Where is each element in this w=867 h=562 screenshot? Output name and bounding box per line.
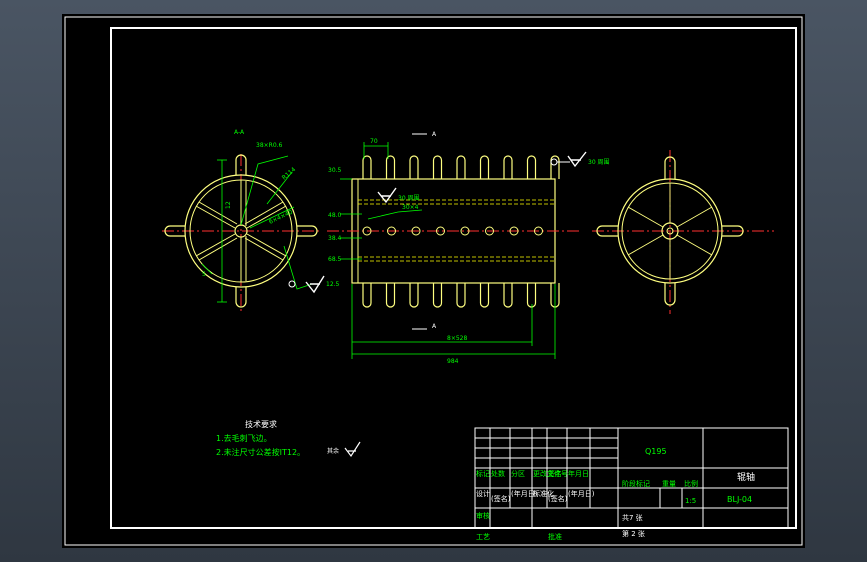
tooth-top xyxy=(385,155,396,179)
title-left-label-2: 工艺 xyxy=(476,533,490,541)
label-roughness-upper: 30 周围 xyxy=(398,195,420,202)
axis-hole xyxy=(362,226,372,236)
title-part-name: 辊轴 xyxy=(737,471,755,483)
title-row-label: (签名) xyxy=(548,494,568,503)
tooth-top xyxy=(456,155,466,179)
tooth-bottom xyxy=(385,283,396,308)
title-scale-value: 1:5 xyxy=(685,497,696,505)
right-end-view xyxy=(592,150,774,314)
title-scale-label: 比例 xyxy=(684,479,698,488)
tooth-bottom xyxy=(409,283,419,308)
tooth-bottom xyxy=(479,283,490,308)
title-approve: 批准 xyxy=(548,532,562,541)
title-col-header: 分区 xyxy=(511,469,525,478)
title-sheet-total: 共7 张 xyxy=(622,513,643,522)
axis-hole xyxy=(411,226,421,236)
label-side-v: 12 xyxy=(225,201,232,209)
section-label-left: A-A xyxy=(234,129,245,136)
section-mark-bottom: A xyxy=(432,323,437,330)
axis-hole xyxy=(387,226,396,236)
tooth-top xyxy=(479,155,490,179)
dim-tooth-pitch: 70 xyxy=(370,138,378,145)
section-mark-top: A xyxy=(432,131,437,138)
tooth-top xyxy=(550,155,560,179)
tech-requirements: 技术要求 1.去毛刺飞边。 2.未注尺寸公差按IT12。 其余 xyxy=(216,419,361,458)
label-roughness-right: 30 周围 xyxy=(588,159,610,166)
title-weight-label: 重量 xyxy=(662,480,676,488)
dim-dia-center: 38.4 xyxy=(328,235,342,242)
tech-item-1: 1.去毛刺飞边。 xyxy=(216,433,272,443)
axis-hole xyxy=(460,226,470,236)
tooth-top xyxy=(503,155,513,179)
left-end-view: A-A 38×R0.6 R114 6×4×40 12 5 12.5 xyxy=(162,129,340,314)
roughness-upper-icon xyxy=(377,187,397,204)
roughness-left-icon xyxy=(305,275,325,294)
dim-inner-len: 8×528 xyxy=(447,335,467,342)
label-rough: 12.5 xyxy=(326,281,340,288)
title-row-label: 设计 xyxy=(476,489,490,498)
dim-overall: 984 xyxy=(447,358,459,365)
title-stage-label: 阶段标记 xyxy=(622,479,650,488)
title-col-header: 更改文件号 xyxy=(533,469,568,478)
title-block: Q195 辊轴 BLJ-04 阶段标记 重量 比例 1:5 共7 张 第 2 张… xyxy=(474,427,789,541)
dim-dia-lower: 68.5 xyxy=(328,256,342,263)
tooth-bottom xyxy=(526,283,537,308)
title-drawing-no: BLJ-04 xyxy=(727,495,752,504)
roughness-right-icon xyxy=(567,151,587,168)
dim-dia-upper: 48.0 xyxy=(328,212,342,219)
section-label: A-A xyxy=(234,129,245,136)
title-row-label: (签名) xyxy=(491,494,511,503)
tech-title: 技术要求 xyxy=(245,419,277,429)
roughness-point-icon xyxy=(288,280,296,288)
label-side-small: 5 xyxy=(202,271,206,278)
drawing-canvas[interactable]: A-A 38×R0.6 R114 6×4×40 12 5 12.5 xyxy=(62,14,805,548)
title-row-label: (年月日) xyxy=(511,489,538,498)
pointer-dot-right-icon xyxy=(550,158,558,166)
title-row-label: (年月日) xyxy=(568,489,595,498)
tooth-top xyxy=(526,155,537,179)
rim-outer xyxy=(184,174,298,288)
drawing-sheet: A-A 38×R0.6 R114 6×4×40 12 5 12.5 xyxy=(62,14,805,548)
inner-border xyxy=(110,27,797,529)
outer-border xyxy=(64,16,803,546)
title-sheet-no: 第 2 张 xyxy=(622,529,645,538)
surface-note: 其余 xyxy=(327,447,339,455)
dim-hole-pitch: 30×4 xyxy=(402,204,419,211)
title-row-label: 标准化 xyxy=(533,489,554,498)
tech-item-2: 2.未注尺寸公差按IT12。 xyxy=(216,447,305,457)
axis-hole xyxy=(485,226,494,236)
axis-hole xyxy=(534,226,543,236)
axis-hole xyxy=(509,226,519,236)
tooth-top xyxy=(362,155,372,179)
dim-top-offset: 30.5 xyxy=(328,167,342,174)
title-material: Q195 xyxy=(645,447,667,456)
tooth-bottom xyxy=(456,283,466,308)
roughness-general-icon xyxy=(344,441,361,458)
tooth-top xyxy=(409,155,419,179)
front-view: A A 70 xyxy=(327,131,610,365)
title-col-header: 年月日 xyxy=(568,469,589,478)
tooth-top xyxy=(432,155,443,179)
label-hole-dim: 38×R0.6 xyxy=(256,142,283,149)
title-col-header: 标记 xyxy=(476,469,490,478)
title-left-label-1: 审核 xyxy=(476,511,490,520)
title-col-header: 处数 xyxy=(491,469,505,478)
axis-hole xyxy=(436,226,445,236)
title-col-header: 签名 xyxy=(548,469,562,478)
label-rad-top: R114 xyxy=(281,166,298,182)
tooth-bottom xyxy=(432,283,443,308)
tooth-bottom xyxy=(503,283,513,308)
tooth-bottom xyxy=(362,283,372,308)
